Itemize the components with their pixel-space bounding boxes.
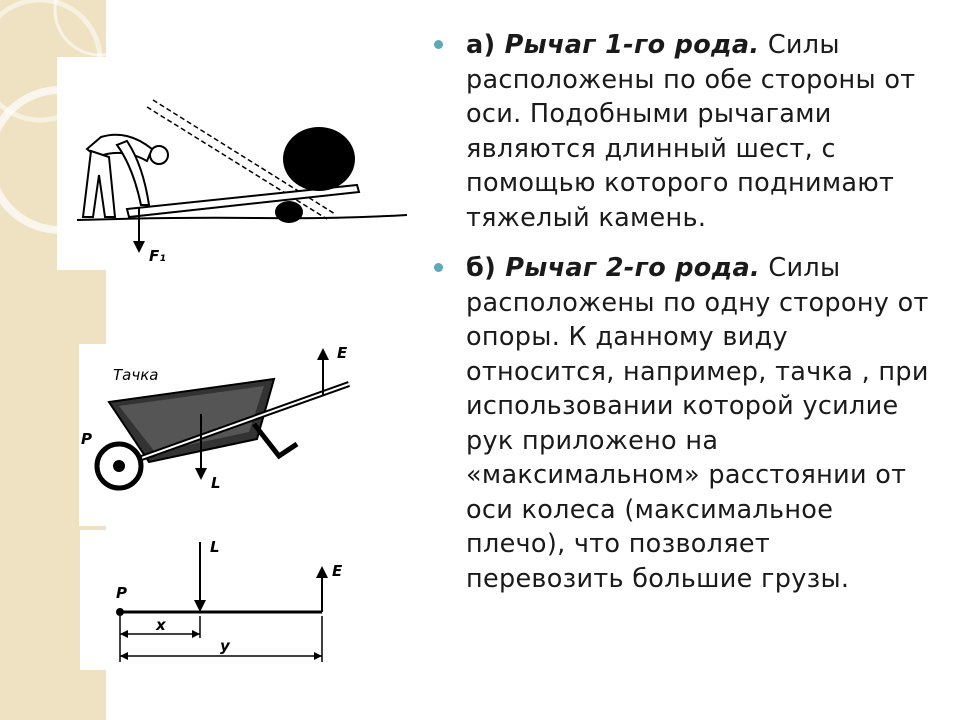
scheme-label-y: y <box>220 637 231 655</box>
force-label-f1: F₁ <box>149 247 166 265</box>
bullet-prefix: б) <box>466 253 506 283</box>
scheme-label-l: L <box>210 538 220 556</box>
label-l: L <box>211 474 221 492</box>
bullet-title: Рычаг 1-го рода. <box>504 30 760 60</box>
bullet-lever-first-class: а) Рычаг 1-го рода. Силы расположены по … <box>430 28 935 235</box>
bullet-text: Силы расположены по одну сторону от опор… <box>466 253 929 594</box>
scheme-label-e: E <box>332 562 343 580</box>
label-p: P <box>81 430 92 448</box>
slide-content: а) Рычаг 1-го рода. Силы расположены по … <box>430 28 935 596</box>
bullet-text: Силы расположены по обе стороны от оси. … <box>466 30 916 233</box>
bullet-dot-icon <box>434 263 443 272</box>
label-e: E <box>337 344 348 362</box>
bullet-lever-second-class: б) Рычаг 2-го рода. Силы расположены по … <box>430 251 935 596</box>
bullet-dot-icon <box>434 40 443 49</box>
figure-wheelbarrow: E L P Тачка <box>79 344 369 526</box>
bullet-title: Рычаг 2-го рода. <box>505 253 761 283</box>
figure-force-scheme: L E P x y <box>80 530 355 670</box>
bullet-prefix: а) <box>466 30 505 60</box>
figure-lever-first-class: F₁ <box>57 57 417 270</box>
scheme-label-x: x <box>155 616 167 634</box>
scheme-label-p: P <box>116 584 127 602</box>
wheelbarrow-caption: Тачка <box>113 366 158 384</box>
